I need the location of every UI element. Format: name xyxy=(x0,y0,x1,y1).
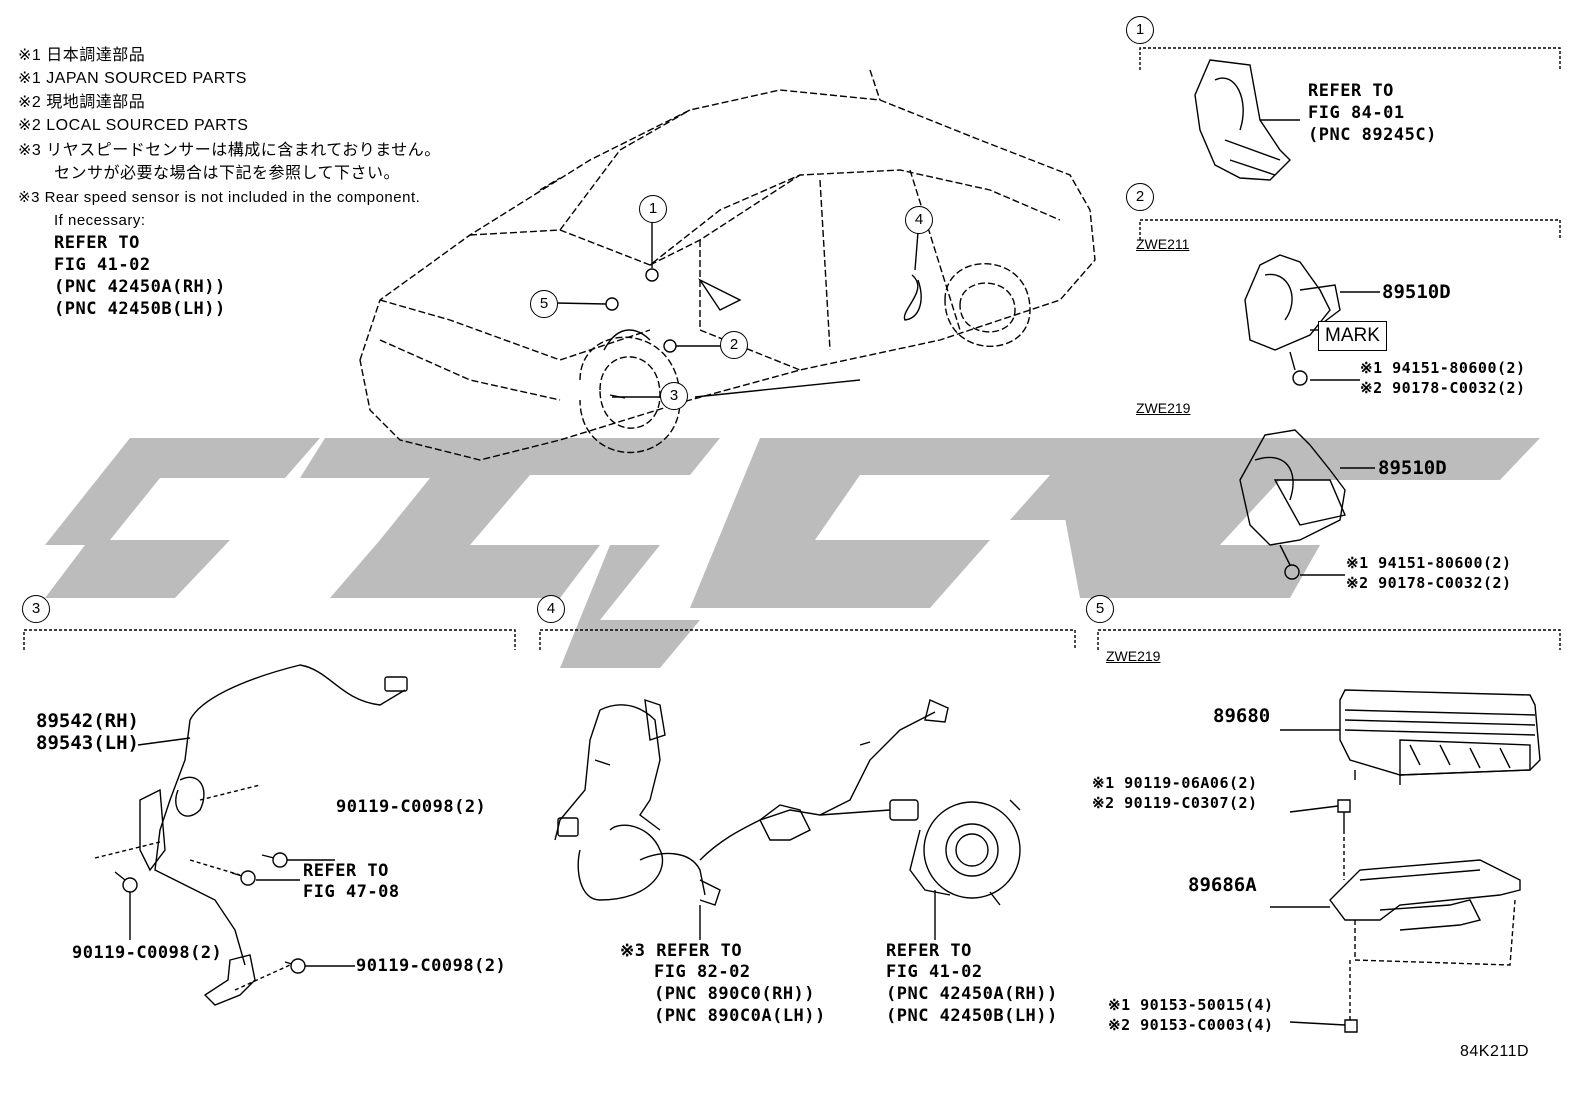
section-4-ref-b-1[interactable]: REFER TO xyxy=(886,941,972,961)
note-3-ref-2[interactable]: FIG 41-02 xyxy=(54,255,151,275)
section-4-number[interactable]: 4 xyxy=(537,595,565,623)
section-3-bolt-2[interactable]: 90119-C0098(2) xyxy=(72,943,223,963)
section-5-bolt-1b[interactable]: ※2 90119-C0307(2) xyxy=(1092,794,1258,812)
car-callout-4[interactable]: 4 xyxy=(905,206,933,234)
section-4-ref-a-2[interactable]: FIG 82-02 xyxy=(654,962,751,982)
section-2-bolt-b-2[interactable]: ※2 90178-C0032(2) xyxy=(1346,574,1512,592)
section-4-ref-a-4[interactable]: (PNC 890C0A(LH)) xyxy=(654,1006,826,1026)
section1-part xyxy=(1194,59,1300,181)
note-3-ref-1[interactable]: REFER TO xyxy=(54,233,140,253)
section5-parts xyxy=(1270,689,1541,1033)
note-3-jp-2: センサが必要な場合は下記を参照して下さい。 xyxy=(54,165,401,182)
note-3-jp-1: ※3 リヤスピードセンサーは構成に含まれておりません。 xyxy=(18,142,441,159)
section-dividers xyxy=(23,47,1561,650)
section-4-ref-a-3[interactable]: (PNC 890C0(RH)) xyxy=(654,984,816,1004)
figure-id: 84K211D xyxy=(1460,1043,1530,1060)
section-2-bolt-a-2[interactable]: ※2 90178-C0032(2) xyxy=(1360,379,1526,397)
section-1-number[interactable]: 1 xyxy=(1126,16,1154,44)
section-2-bolt-a-1[interactable]: ※1 94151-80600(2) xyxy=(1360,359,1526,377)
section-1-ref-1[interactable]: REFER TO xyxy=(1308,81,1394,101)
section3-parts xyxy=(94,664,408,1006)
section-2-number[interactable]: 2 xyxy=(1126,183,1154,211)
section-2-mark-label: MARK xyxy=(1318,321,1387,351)
car-callout-1[interactable]: 1 xyxy=(639,195,667,223)
section-3-bolt-1[interactable]: 90119-C0098(2) xyxy=(336,797,487,817)
car-callout-5[interactable]: 5 xyxy=(530,290,558,318)
section-3-ref-2[interactable]: FIG 47-08 xyxy=(303,882,400,902)
section-3-number[interactable]: 3 xyxy=(22,595,50,623)
section-4-ref-b-2[interactable]: FIG 41-02 xyxy=(886,962,983,982)
section-5-bolt-1a[interactable]: ※1 90119-06A06(2) xyxy=(1092,774,1258,792)
note-3-en: ※3 Rear speed sensor is not included in … xyxy=(18,189,421,206)
car-callout-3[interactable]: 3 xyxy=(660,382,688,410)
section-3-part-lh[interactable]: 89543(LH) xyxy=(36,732,139,754)
section-2-model-b: ZWE219 xyxy=(1136,400,1191,416)
section-1-ref-2[interactable]: FIG 84-01 xyxy=(1308,103,1405,123)
section-5-bolt-2b[interactable]: ※2 90153-C0003(4) xyxy=(1108,1016,1274,1034)
note-1-en: ※1 JAPAN SOURCED PARTS xyxy=(18,70,247,87)
section-3-bolt-3[interactable]: 90119-C0098(2) xyxy=(356,956,507,976)
section-1-ref-3[interactable]: (PNC 89245C) xyxy=(1308,125,1437,145)
section-5-model: ZWE219 xyxy=(1106,648,1161,664)
section2-parts xyxy=(1239,254,1380,580)
section-5-part-bracket[interactable]: 89686A xyxy=(1188,874,1257,896)
section-3-part-rh[interactable]: 89542(RH) xyxy=(36,710,139,732)
section-5-part-ecu[interactable]: 89680 xyxy=(1213,705,1271,727)
section-2-bolt-b-1[interactable]: ※1 94151-80600(2) xyxy=(1346,554,1512,572)
car-outline xyxy=(359,69,1096,461)
note-3-ref-3[interactable]: (PNC 42450A(RH)) xyxy=(54,277,226,297)
note-3-ref-4[interactable]: (PNC 42450B(LH)) xyxy=(54,299,226,319)
section-5-bolt-2a[interactable]: ※1 90153-50015(4) xyxy=(1108,996,1274,1014)
section-2-part-a[interactable]: 89510D xyxy=(1382,281,1451,303)
note-3-if: If necessary: xyxy=(54,212,146,229)
section-4-ref-a-1[interactable]: ※3 REFER TO xyxy=(620,941,743,961)
note-2-jp: ※2 現地調達部品 xyxy=(18,94,146,111)
car-callout-2[interactable]: 2 xyxy=(720,331,748,359)
section4-parts xyxy=(554,698,1021,940)
car-sensor-markers xyxy=(555,222,922,399)
section-2-model-a: ZWE211 xyxy=(1136,236,1190,252)
section-2-part-b[interactable]: 89510D xyxy=(1378,457,1447,479)
section-3-ref-1[interactable]: REFER TO xyxy=(303,861,389,881)
note-2-en: ※2 LOCAL SOURCED PARTS xyxy=(18,117,249,134)
section-4-ref-b-3[interactable]: (PNC 42450A(RH)) xyxy=(886,984,1058,1004)
note-1-jp: ※1 日本調達部品 xyxy=(18,47,146,64)
section-4-ref-b-4[interactable]: (PNC 42450B(LH)) xyxy=(886,1006,1058,1026)
section-5-number[interactable]: 5 xyxy=(1086,595,1114,623)
